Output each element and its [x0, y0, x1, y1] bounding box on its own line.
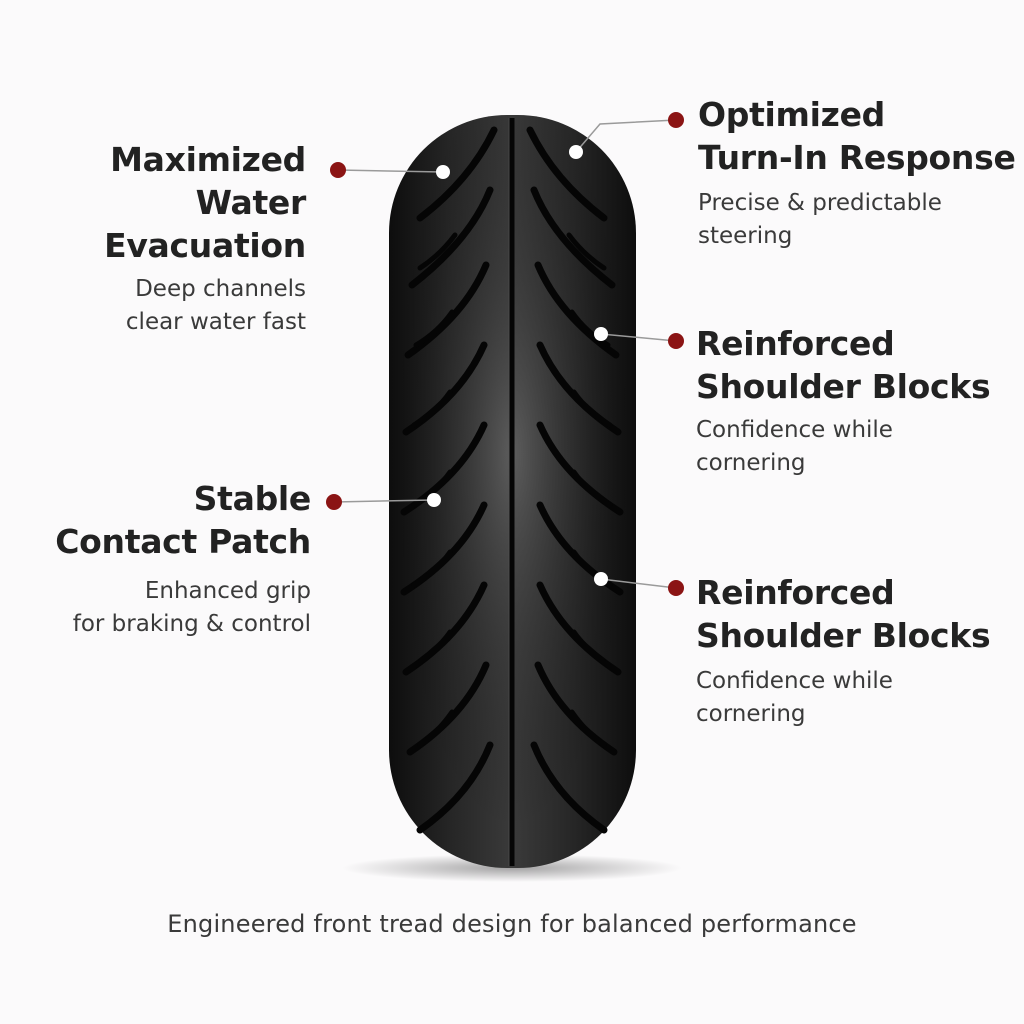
callout-description: Precise & predictable steering	[698, 190, 942, 249]
right-tread-grooves	[526, 126, 624, 834]
marker-turnin	[668, 112, 684, 128]
callout-description: Confidence while cornering	[696, 417, 893, 476]
callout-shoulder-blocks-upper: Reinforced Shoulder Blocks Confidence wh…	[696, 322, 991, 480]
page-caption: Engineered front tread design for balanc…	[167, 910, 857, 938]
leader-water	[337, 169, 444, 173]
marker-contact	[326, 494, 342, 510]
callout-title: Optimized Turn-In Response	[698, 95, 1016, 177]
callout-title: Maximized Water Evacuation	[104, 140, 306, 265]
callout-water-evacuation: Maximized Water Evacuation Deep channels…	[104, 138, 306, 339]
marker-shoulder1	[668, 333, 684, 349]
leader-lines	[333, 119, 677, 589]
callout-description: Deep channels clear water fast	[125, 276, 306, 335]
tire-points	[427, 145, 608, 586]
leader-shoulder2	[600, 578, 677, 589]
left-tread-grooves	[400, 126, 498, 834]
callout-markers	[326, 112, 684, 596]
leader-turnin	[575, 119, 677, 153]
point-water	[436, 165, 450, 179]
point-shoulder1	[594, 327, 608, 341]
callout-turn-in-response: Optimized Turn-In Response Precise & pre…	[698, 93, 1016, 253]
callout-description: Confidence while cornering	[696, 668, 893, 727]
marker-shoulder2	[668, 580, 684, 596]
callout-title: Stable Contact Patch	[55, 479, 311, 561]
point-turnin	[569, 145, 583, 159]
callout-title: Reinforced Shoulder Blocks	[696, 573, 991, 655]
callout-description: Enhanced grip for braking & control	[72, 578, 311, 637]
point-contact	[427, 493, 441, 507]
leader-contact	[333, 499, 435, 503]
marker-water	[330, 162, 346, 178]
callout-contact-patch: Stable Contact Patch Enhanced grip for b…	[55, 477, 311, 641]
callout-shoulder-blocks-lower: Reinforced Shoulder Blocks Confidence wh…	[696, 571, 991, 731]
leader-shoulder1	[600, 333, 677, 342]
callout-title: Reinforced Shoulder Blocks	[696, 324, 991, 406]
point-shoulder2	[594, 572, 608, 586]
